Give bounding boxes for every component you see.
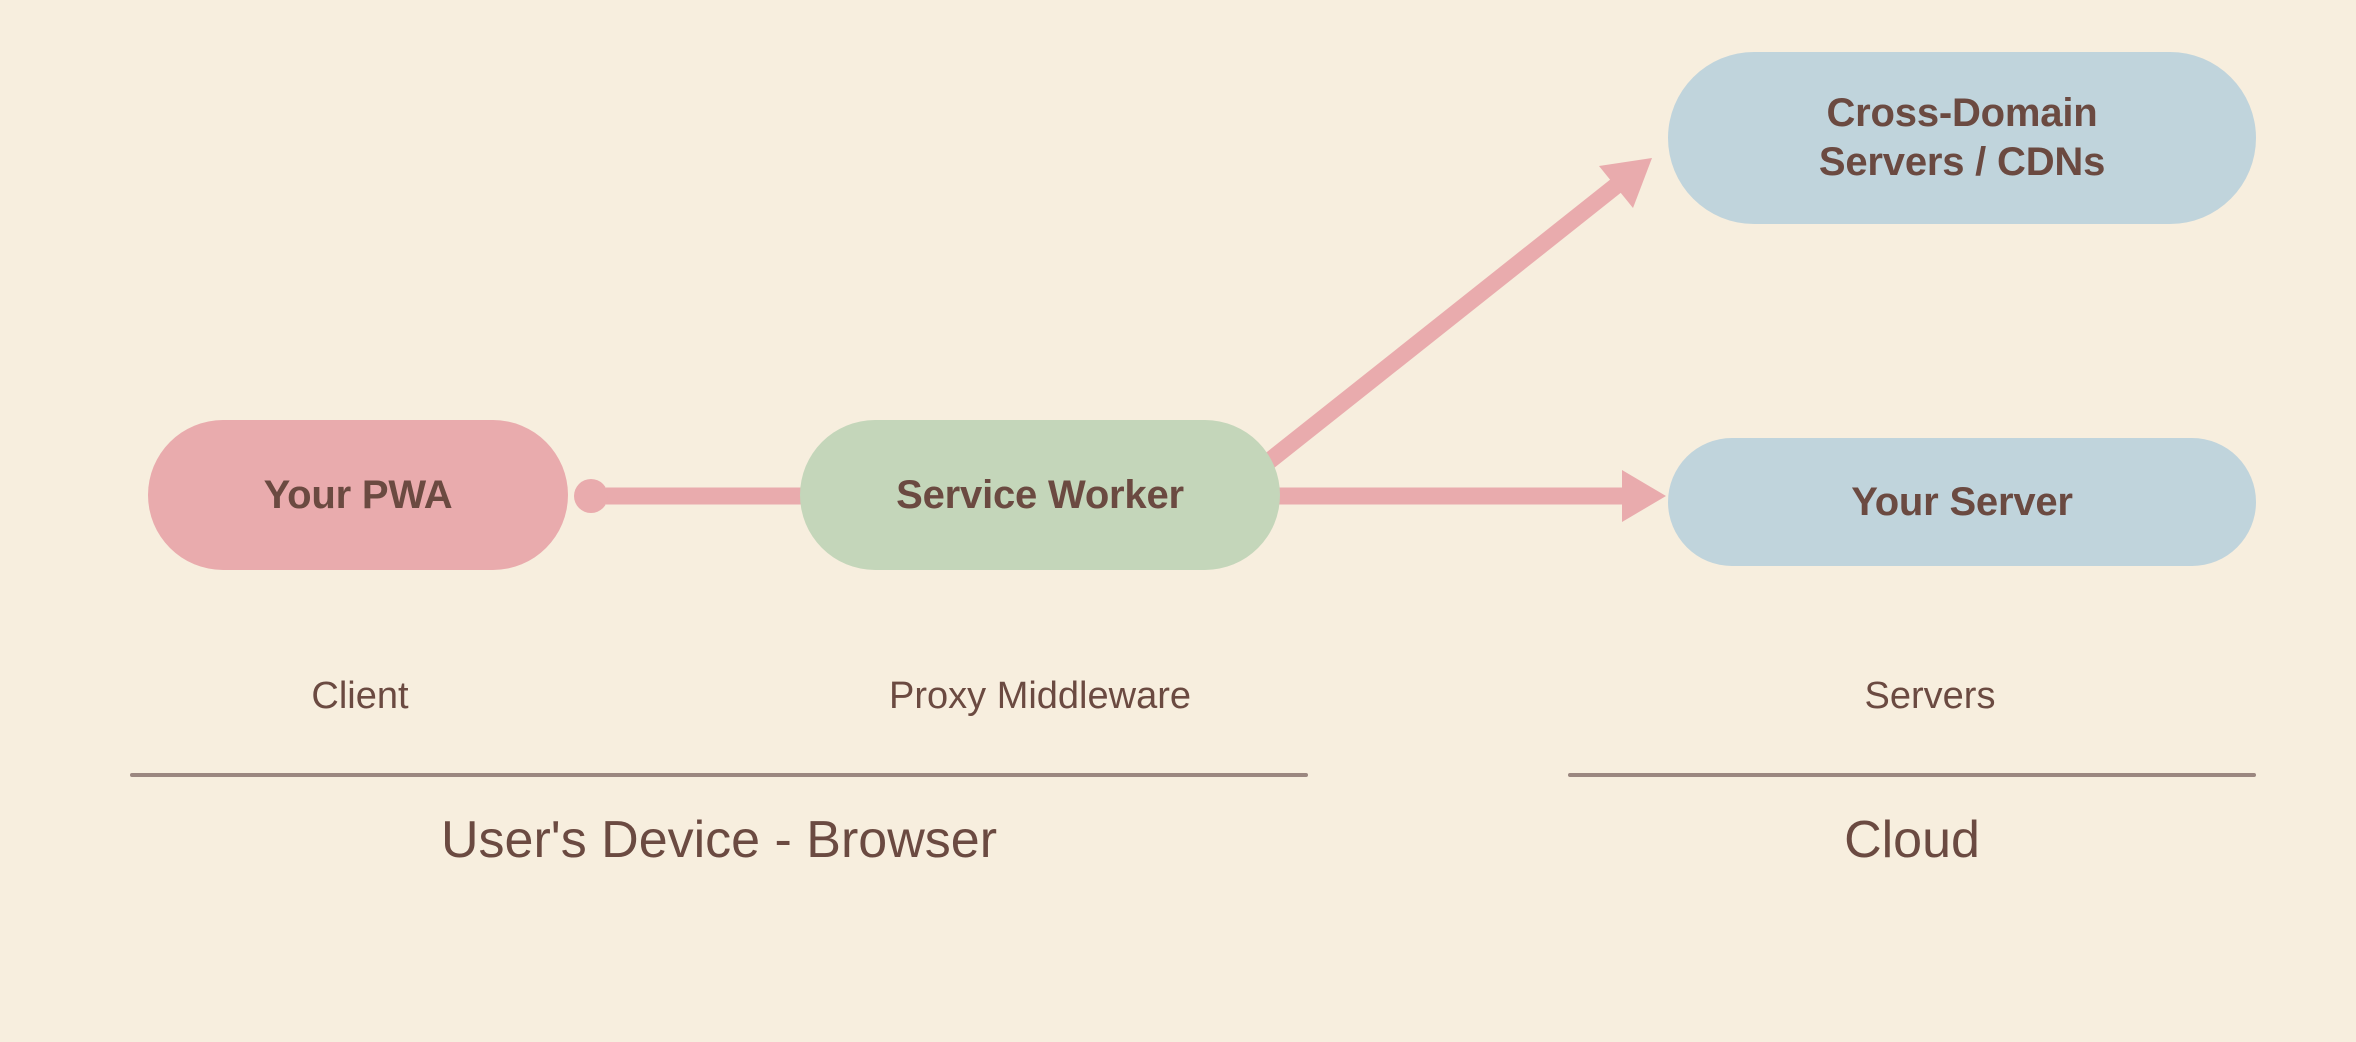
connector-dot-icon <box>574 479 608 513</box>
node-your-server-label: Your Server <box>1851 479 2073 524</box>
zone-title-cloud: Cloud <box>1844 811 1980 869</box>
arrowhead-icon-your-server <box>1622 470 1666 522</box>
node-cross-domain-servers[interactable]: Cross-Domain Servers / CDNs <box>1668 52 2256 224</box>
arrowhead-icon-cross-domain <box>1599 158 1652 208</box>
zone-caption-proxy-middleware: Proxy Middleware <box>889 675 1191 717</box>
zone-divider-cloud <box>1568 773 2256 777</box>
node-service-worker[interactable]: Service Worker <box>800 420 1280 570</box>
zone-caption-servers: Servers <box>1864 675 1996 717</box>
node-your-server[interactable]: Your Server <box>1668 438 2256 566</box>
node-service-worker-label: Service Worker <box>896 472 1184 517</box>
node-your-pwa[interactable]: Your PWA <box>148 420 568 570</box>
zone-title-user-device-browser: User's Device - Browser <box>440 811 998 869</box>
node-cross-domain-servers-label: Cross-Domain Servers / CDNs <box>1818 91 2106 184</box>
node-your-pwa-label: Your PWA <box>263 472 453 517</box>
zone-caption-client: Client <box>311 675 409 717</box>
edge-service-worker-to-cross-domain <box>1262 178 1623 469</box>
zone-divider-device <box>130 773 1308 777</box>
